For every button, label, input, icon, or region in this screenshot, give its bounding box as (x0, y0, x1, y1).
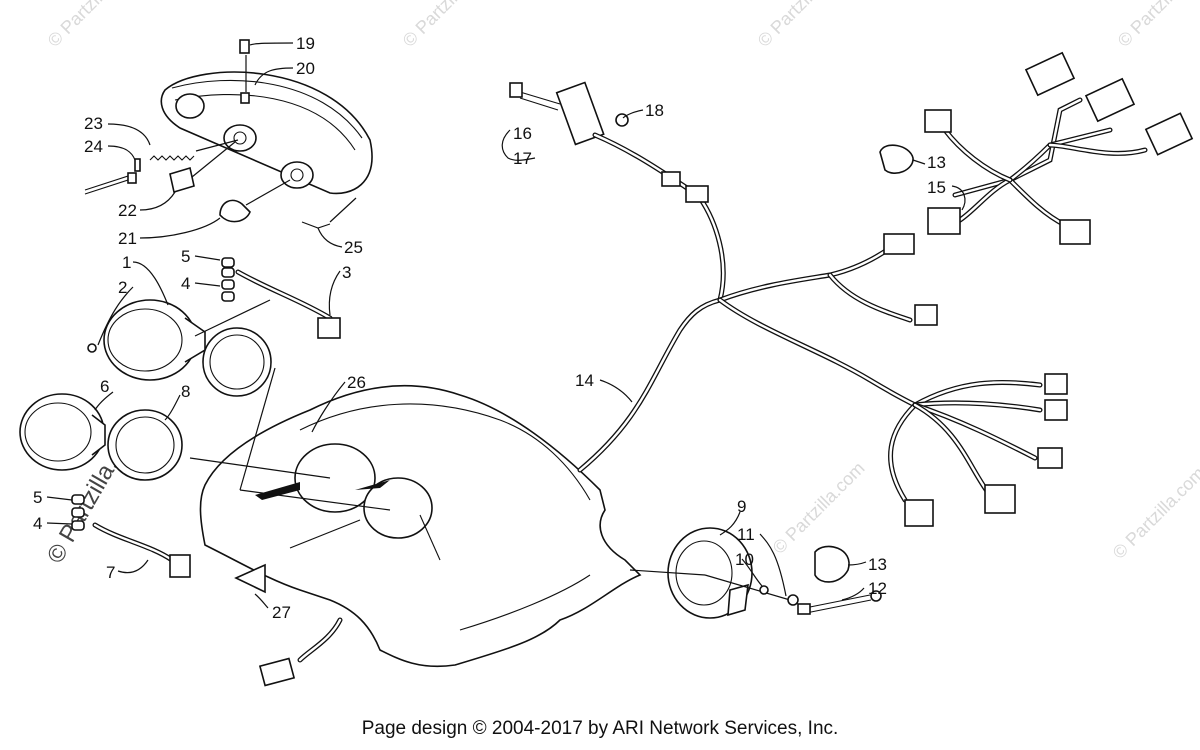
callout-19: 19 (296, 34, 315, 53)
callout-numbers: 1 2 3 4 4 5 5 6 7 8 9 10 11 12 13 13 14 … (33, 34, 946, 622)
watermark: © Partzilla.com (769, 458, 869, 558)
callout-10: 10 (735, 550, 754, 569)
callout-4-upper: 4 (181, 274, 190, 293)
callout-11: 11 (737, 525, 755, 544)
callout-9: 9 (737, 497, 746, 516)
callout-22: 22 (118, 201, 137, 220)
callout-13-lower: 13 (868, 555, 887, 574)
dash-panel (189, 367, 642, 687)
watermark: © Partzilla.com (1114, 0, 1200, 51)
callout-6: 6 (100, 377, 109, 396)
callout-4-lower: 4 (33, 514, 42, 533)
callout-1: 1 (122, 253, 131, 272)
callout-26: 26 (347, 373, 366, 392)
callout-16: 16 (513, 124, 532, 143)
callout-21: 21 (118, 229, 137, 248)
headlight-assembly (84, 39, 373, 229)
watermark: © Partzilla.com (754, 0, 854, 51)
callout-5-upper: 5 (181, 247, 190, 266)
callout-14: 14 (575, 371, 594, 390)
callout-15: 15 (927, 178, 946, 197)
callout-3: 3 (342, 263, 351, 282)
gauge-assembly-lower (19, 393, 191, 578)
callout-2: 2 (118, 278, 127, 297)
callout-leaders (46, 42, 966, 609)
wiring-harness (509, 81, 1068, 527)
callout-12: 12 (868, 579, 887, 598)
gauge-assembly-upper (87, 257, 341, 397)
callout-7: 7 (106, 563, 115, 582)
callout-27: 27 (272, 603, 291, 622)
callout-13-upper: 13 (927, 153, 946, 172)
callout-20: 20 (296, 59, 315, 78)
callout-5-lower: 5 (33, 488, 42, 507)
callout-17: 17 (513, 149, 532, 168)
watermark: © Partzilla.com (44, 0, 144, 51)
sub-harness (879, 51, 1194, 245)
watermark: © Partzilla.com (399, 0, 499, 51)
callout-25: 25 (344, 238, 363, 257)
sensor-assembly (629, 527, 882, 619)
callout-18: 18 (645, 101, 664, 120)
callout-8: 8 (181, 382, 190, 401)
watermark: © Partzilla.com (1109, 463, 1200, 563)
copyright-footer: Page design © 2004-2017 by ARI Network S… (361, 718, 839, 739)
callout-23: 23 (84, 114, 103, 133)
callout-24: 24 (84, 137, 103, 156)
